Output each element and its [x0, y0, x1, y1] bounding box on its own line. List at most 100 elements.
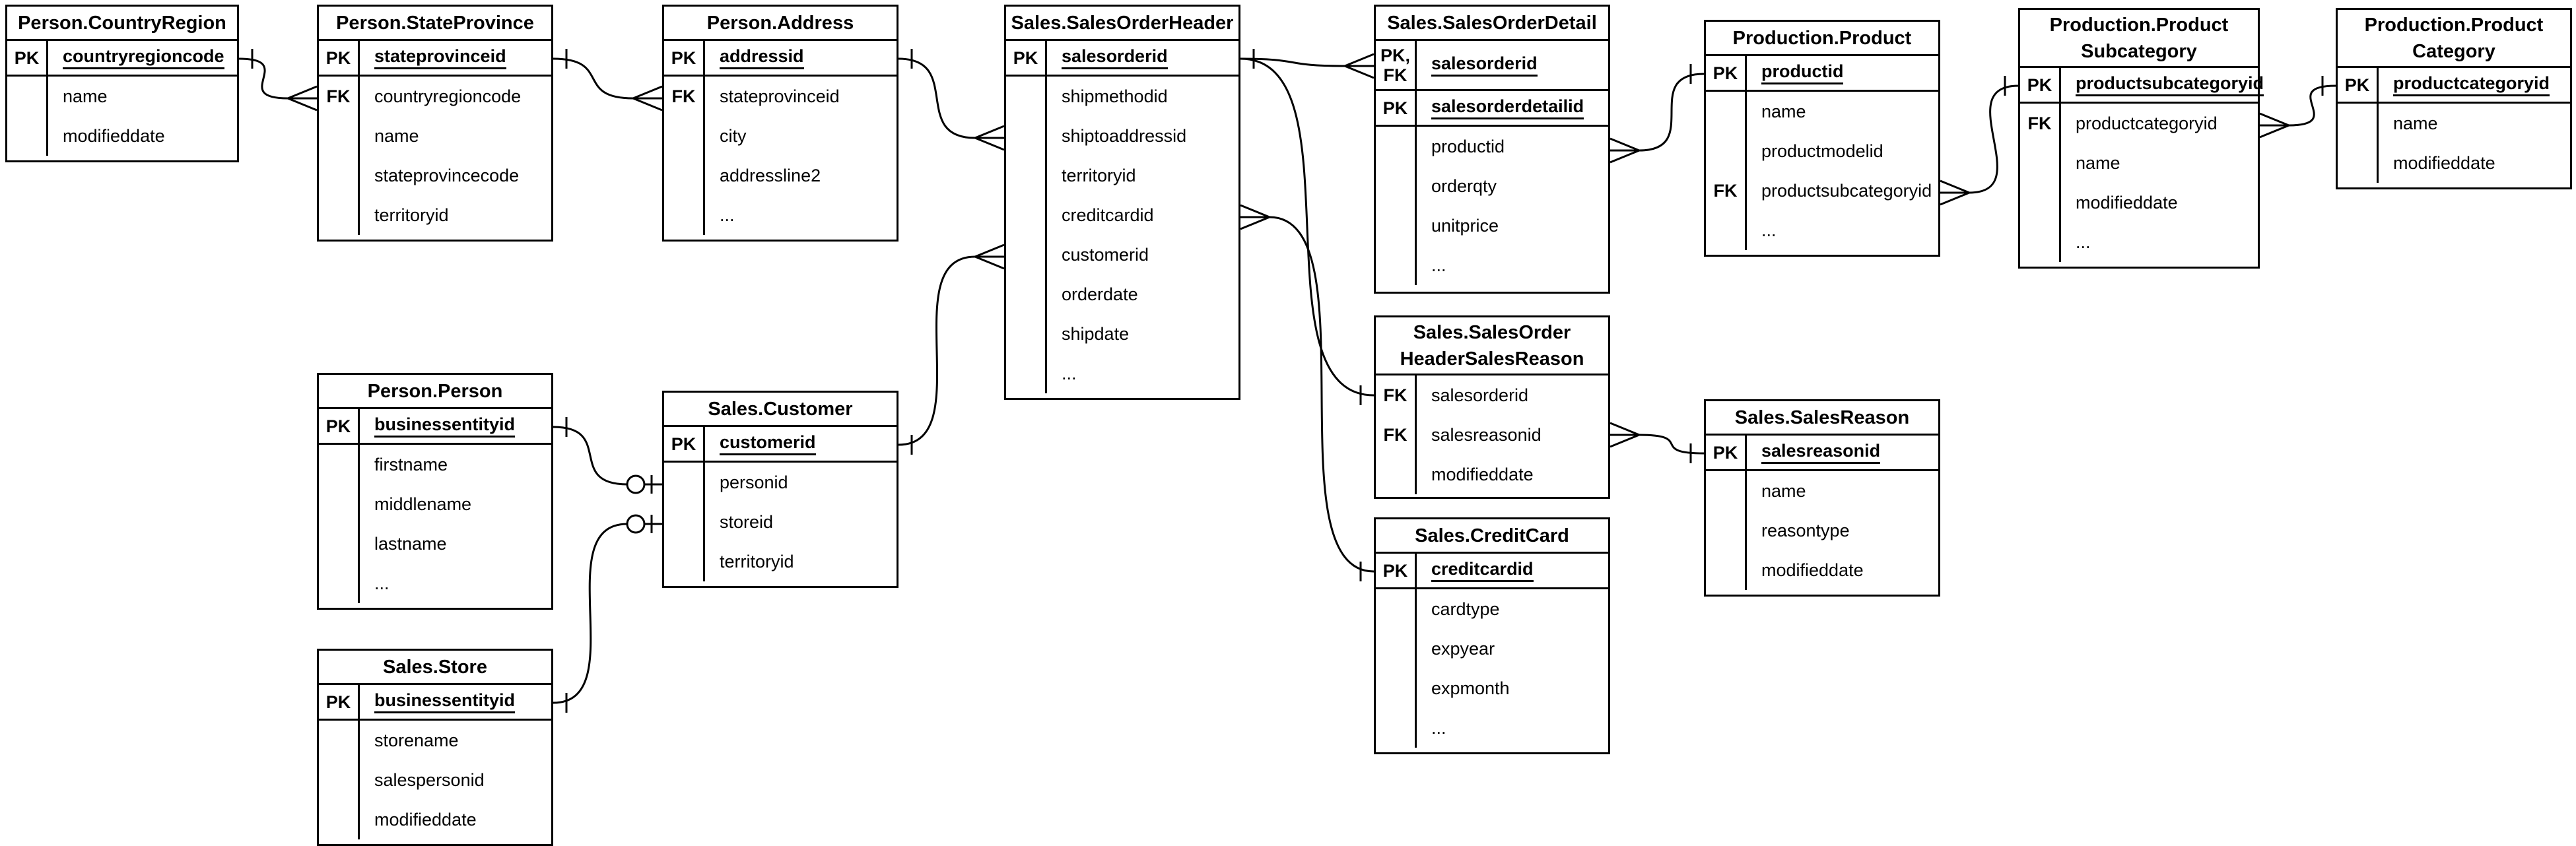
field-name: modifieddate: [374, 809, 477, 830]
table-row-name: name: [1706, 471, 1938, 511]
relationship-product-productsubcategory: [1940, 76, 2019, 206]
table-row-firstname: firstname: [319, 445, 551, 484]
relationship-productsubcategory-productcategory: [2259, 76, 2337, 139]
key-label: FK: [1706, 171, 1747, 211]
field-name: creditcardid: [1062, 205, 1154, 225]
key-label: PK: [319, 41, 360, 75]
table-row-: ...: [1706, 211, 1938, 250]
key-label: [1006, 77, 1047, 116]
field-name: salesreasonid: [1431, 424, 1542, 445]
field-name: ...: [1761, 220, 1777, 240]
field-name: ...: [1431, 255, 1446, 275]
key-label: PK: [1376, 91, 1417, 125]
field-name: productsubcategoryid: [1761, 180, 1932, 201]
key-label: [2338, 104, 2379, 143]
table-title: Person.CountryRegion: [7, 7, 237, 41]
field-name: name: [1761, 480, 1806, 501]
table-row-expyear: expyear: [1376, 629, 1608, 668]
key-label: [1006, 235, 1047, 275]
table-row-city: city: [664, 116, 897, 156]
table-row-customerid: customerid: [1006, 235, 1238, 275]
table-row-salespersonid: salespersonid: [319, 760, 551, 800]
field-name: ...: [1062, 363, 1077, 383]
key-label: [664, 156, 705, 195]
table-row-modifieddate: modifieddate: [2338, 143, 2570, 183]
table-title-line: Sales.Store: [383, 656, 487, 678]
table-title: Production.Product: [1706, 22, 1938, 56]
key-label: [7, 77, 48, 116]
field-name: name: [2393, 113, 2438, 133]
key-label: PK: [319, 685, 360, 719]
field-name: name: [1761, 101, 1806, 121]
key-label: [1376, 206, 1417, 245]
key-label: PK: [2020, 68, 2061, 102]
key-label: [1706, 131, 1747, 171]
field-name: ...: [720, 205, 735, 225]
field-name: customerid: [1062, 244, 1149, 265]
field-name: customerid: [720, 432, 816, 455]
field-name: expyear: [1431, 638, 1495, 659]
field-name: modifieddate: [2076, 192, 2178, 212]
field-name: productmodelid: [1761, 141, 1883, 161]
table-row-orderqty: orderqty: [1376, 166, 1608, 206]
key-label: PK: [1006, 41, 1047, 75]
key-label: [1376, 127, 1417, 166]
table-row-shipmethodid: shipmethodid: [1006, 77, 1238, 116]
key-label: [1706, 471, 1747, 511]
key-label: [1706, 550, 1747, 590]
relationship-salesorderdetail-product: [1610, 64, 1705, 164]
key-label: [1006, 354, 1047, 393]
table-row-stateprovincecode: stateprovincecode: [319, 156, 551, 195]
table-row-modifieddate: modifieddate: [7, 116, 237, 156]
field-name: productid: [1431, 136, 1505, 156]
table-title-line: Subcategory: [2081, 40, 2197, 62]
key-label: [664, 463, 705, 502]
table-row-territoryid: territoryid: [1006, 156, 1238, 195]
key-label: [1376, 589, 1417, 629]
table-row-name: name: [2020, 143, 2258, 183]
table-row-productid: productid: [1376, 127, 1608, 166]
field-name: creditcardid: [1431, 559, 1534, 582]
table-row-productmodelid: productmodelid: [1706, 131, 1938, 171]
table-title: Sales.Store: [319, 651, 551, 685]
field-name: orderdate: [1062, 284, 1138, 304]
field-name: modifieddate: [1761, 560, 1864, 580]
key-label: [664, 502, 705, 542]
table-row-territoryid: territoryid: [319, 195, 551, 235]
key-label: [1376, 455, 1417, 494]
table-title: Sales.SalesReason: [1706, 401, 1938, 436]
table-title: Sales.Customer: [664, 393, 897, 427]
key-label: [1706, 92, 1747, 131]
table-row-shipdate: shipdate: [1006, 314, 1238, 354]
table-title-line: Person.Person: [367, 380, 503, 402]
key-label: [1006, 314, 1047, 354]
key-label: [2020, 222, 2061, 262]
table-title: Person.Person: [319, 375, 551, 409]
relationship-stateprovince-address: [552, 49, 663, 112]
field-name: expmonth: [1431, 678, 1510, 698]
field-name: countryregioncode: [374, 86, 522, 106]
table-row-productsubcategoryid: FK productsubcategoryid: [1706, 171, 1938, 211]
relationship-store-customer: [552, 514, 662, 713]
table-row-orderdate: orderdate: [1006, 275, 1238, 314]
table-row-modifieddate: modifieddate: [2020, 183, 2258, 222]
table-title-line: Sales.CreditCard: [1415, 525, 1569, 546]
